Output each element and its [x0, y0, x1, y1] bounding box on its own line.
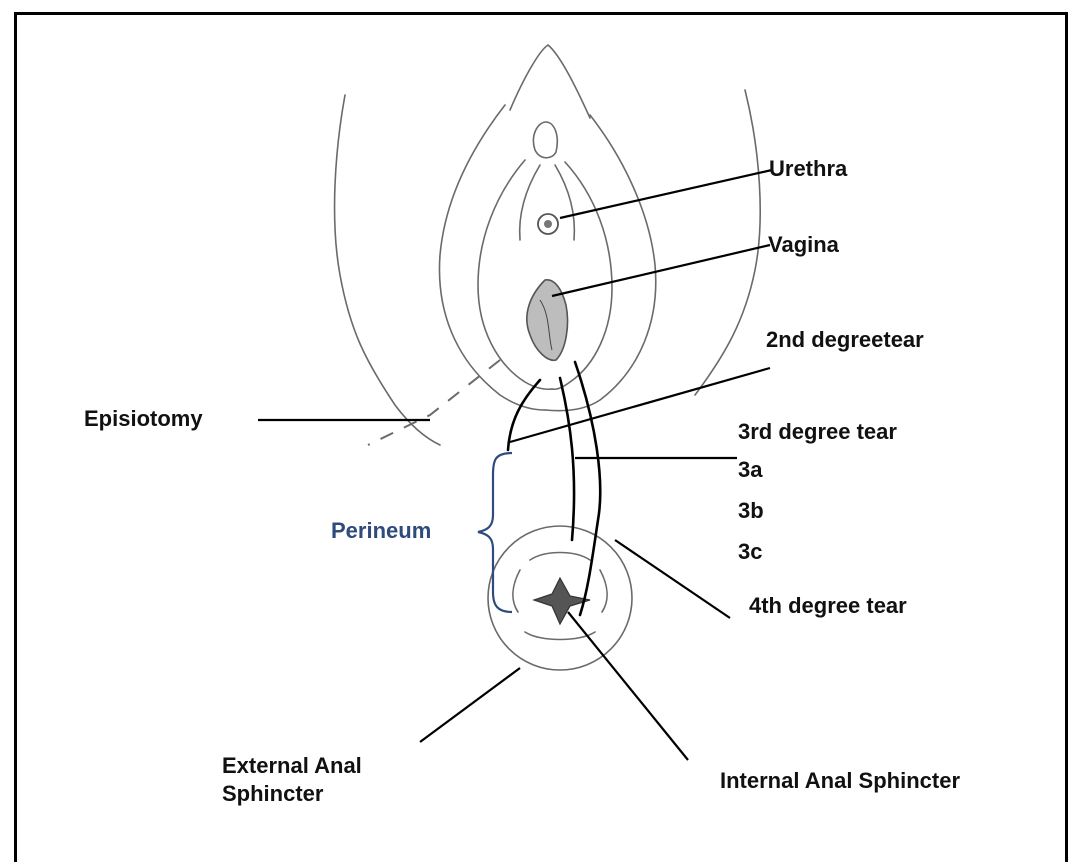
- right-thigh-contour: [695, 90, 760, 395]
- anal-opening: [534, 578, 590, 624]
- second-degree-tear-text: tear: [883, 327, 923, 352]
- subtype-3b-label: 3b: [738, 497, 764, 525]
- internal-sphincter-label: Internal Anal Sphincter: [720, 767, 960, 795]
- third-degree-label: 3rd degree tear: [738, 418, 897, 446]
- episiotomy-label: Episiotomy: [84, 405, 203, 433]
- urethra-leader: [560, 170, 772, 218]
- second-degree-label: 2nd degreetear: [766, 326, 924, 354]
- fourth-degree-label: 4th degree tear: [749, 592, 907, 620]
- subtype-3a-label: 3a: [738, 456, 762, 484]
- perineum-bracket: [478, 453, 512, 612]
- vagina-label: Vagina: [768, 231, 839, 259]
- urethra-opening: [538, 214, 558, 234]
- second-degree-leader: [510, 368, 770, 442]
- urethra-label: Urethra: [769, 155, 847, 183]
- left-thigh-contour: [335, 95, 440, 445]
- subtype-3c-label: 3c: [738, 538, 762, 566]
- episiotomy-cut-line: [368, 360, 500, 445]
- second-degree-tear-line: [508, 380, 540, 450]
- external-sphincter-line1: External Anal: [222, 753, 362, 778]
- external-sphincter-line2: Sphincter: [222, 781, 323, 806]
- third-degree-tear-line: [560, 378, 574, 540]
- labia-majora-right: [545, 115, 656, 411]
- vagina-leader: [552, 245, 770, 296]
- internal-sphincter-leader: [568, 612, 688, 760]
- labia-minora-right: [552, 162, 612, 389]
- mons-contour: [510, 45, 590, 118]
- fourth-degree-tear-line: [575, 362, 600, 615]
- labia-minora-left: [478, 160, 552, 389]
- labia-majora-left: [439, 105, 545, 410]
- clitoral-hood: [533, 122, 557, 158]
- external-sphincter-leader: [420, 668, 520, 742]
- perineum-label: Perineum: [331, 517, 431, 545]
- second-degree-text: 2nd degree: [766, 327, 883, 352]
